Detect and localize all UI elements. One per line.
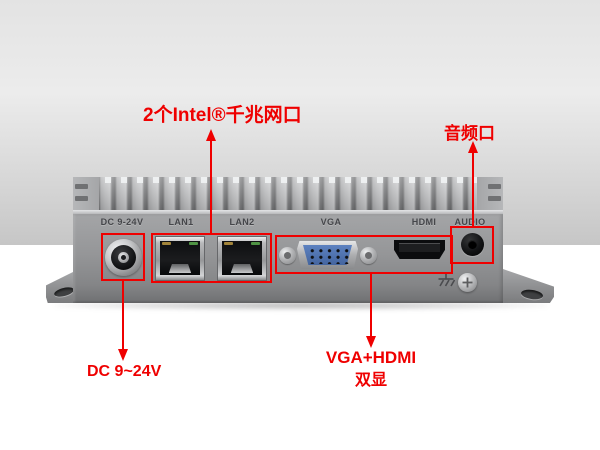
highlight-box-vga-hdmi [275,235,453,274]
lan-latch-slot [168,264,192,273]
lan-latch-slot [230,264,254,273]
highlight-box-audio [450,226,494,264]
audio-jack-hole [468,240,477,249]
lan1-jack-cavity [160,241,200,275]
port-label-hdmi: HDMI [411,217,437,227]
lan-led-amber [162,242,171,245]
callout-dc-label: DC 9~24V [87,363,162,380]
heatsink-fin-caps [73,177,503,183]
callout-audio-label: 音频口 [444,124,495,143]
port-label-lan1: LAN1 [168,217,194,227]
lan2-port [217,236,267,281]
highlight-box-lan [151,233,272,283]
callout-line-audio [472,152,474,227]
ground-icon [438,272,455,287]
arrow-up-icon [468,141,478,153]
callout-line-dc [122,281,124,349]
callout-display-label-line1: VGA+HDMI [325,348,417,367]
end-cap-notch [75,184,88,189]
callout-display-label-line2: 双显 [354,372,387,389]
end-cap-notch [488,184,501,189]
arrow-up-icon [206,129,216,141]
vga-screw-post-right [360,247,377,264]
callout-lan-label: 2个Intel®千兆网口 [143,105,302,126]
arrow-down-icon [366,336,376,348]
callout-line-display [370,274,372,336]
port-label-vga: VGA [320,217,342,227]
screw-cross-icon [462,277,473,288]
end-cap-notch [488,196,501,201]
lan2-jack-cavity [222,241,262,275]
arrow-down-icon [118,349,128,361]
vga-screw-post-left [279,247,296,264]
heatsink-fins [73,177,503,212]
heatsink-end-cap-left [73,177,99,212]
dc-jack-pin [121,255,126,260]
lan-led-amber [224,242,233,245]
port-label-dc: DC 9-24V [100,217,144,227]
callout-line-lan [210,140,212,234]
highlight-box-dc [101,233,145,281]
end-cap-notch [75,196,88,201]
heatsink-end-cap-right [477,177,503,212]
port-label-audio: AUDIO [454,217,486,227]
lan1-port [155,236,205,281]
vga-pin-holes [306,246,349,264]
port-label-lan2: LAN2 [229,217,255,227]
hdmi-slot [399,243,440,252]
lan-led-green [251,242,260,245]
lan-led-green [189,242,198,245]
drop-shadow [55,301,547,310]
panel-top-bevel [73,210,503,214]
